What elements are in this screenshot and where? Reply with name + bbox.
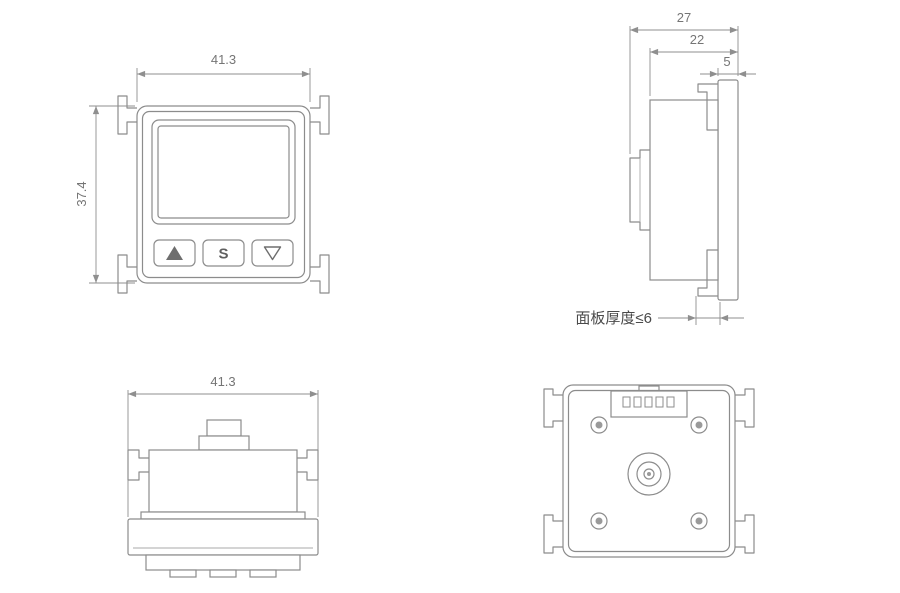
screw-center <box>595 517 603 525</box>
port-outer-ring <box>627 452 671 496</box>
front-clip-top-right-icon <box>310 95 330 135</box>
bezel-thickness-dimension: 5 <box>700 54 756 78</box>
connector-pin <box>644 396 653 408</box>
screw-hole-bottom-right <box>690 512 708 530</box>
body-depth-dimension: 22 <box>649 32 738 96</box>
side-rear-port-outline <box>629 149 650 231</box>
dimension-label: 41.3 <box>210 374 235 389</box>
up-triangle-icon <box>166 246 183 260</box>
back-view <box>543 384 755 558</box>
side-clip-bottom-icon <box>697 249 718 297</box>
top-view: 41.3 <box>127 374 319 578</box>
back-clip-bottom-right-icon <box>735 514 755 554</box>
front-clip-bottom-right-icon <box>310 254 330 294</box>
screw-hole-top-right <box>690 416 708 434</box>
screw-center <box>595 421 603 429</box>
top-port-cap <box>206 419 242 437</box>
connector-5pin <box>610 385 688 418</box>
front-clip-bottom-left-icon <box>117 254 137 294</box>
screw-hole-top-left <box>590 416 608 434</box>
total-depth-dimension: 27 <box>629 10 739 154</box>
screw-ring <box>690 512 708 530</box>
front-height-dimension: 37.4 <box>74 105 135 284</box>
top-clip-left-icon <box>127 449 149 481</box>
button-tab <box>209 569 237 578</box>
top-front-face <box>145 554 301 571</box>
button-up[interactable] <box>153 239 196 267</box>
down-triangle-icon <box>263 246 282 261</box>
front-width-dimension: 41.3 <box>136 52 311 102</box>
connector-pin <box>622 396 631 408</box>
front-clip-top-left-icon <box>117 95 137 135</box>
screw-ring <box>590 512 608 530</box>
front-view: S 41.3 37.4 <box>74 52 330 294</box>
dimension-label: 22 <box>690 32 704 47</box>
dimension-label: 5 <box>723 54 730 69</box>
screw-ring <box>690 416 708 434</box>
dimension-label: 41.3 <box>211 52 236 67</box>
back-clip-top-right-icon <box>735 388 755 428</box>
top-width-dimension: 41.3 <box>127 374 319 517</box>
center-pressure-port <box>627 452 671 496</box>
button-down[interactable] <box>251 239 294 267</box>
dimension-label: 37.4 <box>74 181 89 206</box>
display-frame <box>151 119 296 225</box>
button-set[interactable] <box>202 239 245 267</box>
front-body-outline <box>136 105 311 284</box>
button-set-label: S <box>218 246 228 263</box>
button-tab <box>169 569 197 578</box>
panel-thickness-note: 面板厚度≤6 <box>575 309 652 327</box>
side-clip-top-icon <box>697 83 718 131</box>
screw-center <box>695 421 703 429</box>
port-inner-ring <box>643 468 655 480</box>
side-view: 27 22 5 面板厚度≤6 <box>575 10 756 327</box>
dimension-label: 27 <box>677 10 691 25</box>
panel-thickness-annotation: 面板厚度≤6 <box>575 296 744 327</box>
connector-pin <box>666 396 675 408</box>
port-center-dot <box>647 472 651 476</box>
screw-ring <box>590 416 608 434</box>
top-body-outline <box>148 449 298 513</box>
button-row: S <box>153 239 294 267</box>
side-body-outline <box>649 99 719 281</box>
front-bezel-inner-line <box>141 110 306 279</box>
side-bezel-outline <box>717 79 739 301</box>
top-port-base <box>198 435 250 451</box>
display-screen <box>157 125 290 219</box>
back-clip-bottom-left-icon <box>543 514 563 554</box>
button-tab <box>249 569 277 578</box>
port-middle-ring <box>636 461 662 487</box>
top-step-outline <box>140 511 306 520</box>
top-flange-outline <box>127 518 319 556</box>
top-clip-right-icon <box>297 449 319 481</box>
screw-center <box>695 517 703 525</box>
connector-pin <box>633 396 642 408</box>
screw-hole-bottom-left <box>590 512 608 530</box>
connector-pin <box>655 396 664 408</box>
back-clip-top-left-icon <box>543 388 563 428</box>
